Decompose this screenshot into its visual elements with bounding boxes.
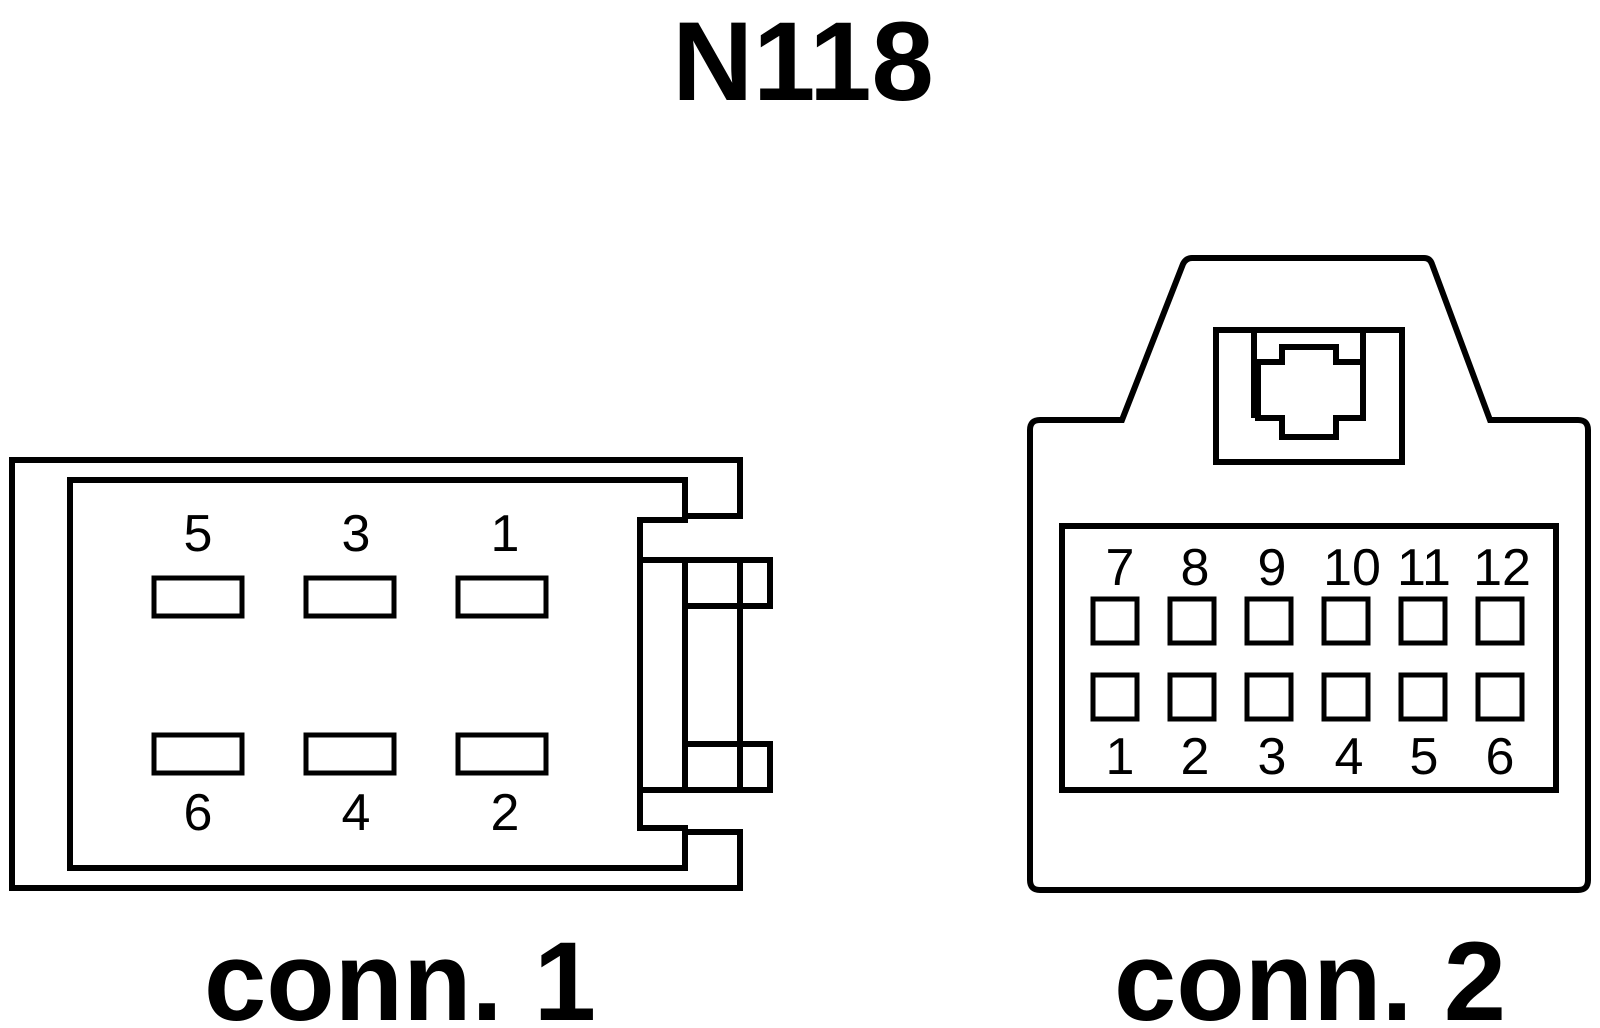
connector-2-pin-4 bbox=[1321, 672, 1371, 722]
connector-1-label: conn. 1 bbox=[204, 919, 596, 1028]
connector-2-pin-label: 7 bbox=[1106, 539, 1135, 597]
connector-2-pin-label: 3 bbox=[1258, 728, 1287, 786]
connector-1-pin-1 bbox=[455, 575, 549, 619]
connector-2: 7 8 9 10 11 12 1 2 3 4 5 6 conn. 2 bbox=[1027, 255, 1591, 1028]
connector-2-pin-label: 6 bbox=[1486, 728, 1515, 786]
connector-1-pin-label: 2 bbox=[491, 784, 520, 842]
connector-1-pin-4 bbox=[303, 732, 397, 776]
connector-2-pin-2 bbox=[1167, 672, 1217, 722]
connector-2-pin-label: 11 bbox=[1397, 539, 1451, 597]
connector-2-label: conn. 2 bbox=[1114, 919, 1506, 1028]
connector-1-pin-label: 3 bbox=[342, 505, 371, 563]
connector-1-pin-label: 1 bbox=[491, 505, 520, 563]
connector-2-pin-7 bbox=[1090, 596, 1140, 646]
connector-1-housing bbox=[9, 457, 743, 891]
connector-2-pin-label: 1 bbox=[1106, 728, 1135, 786]
connector-1-pin-5 bbox=[151, 575, 245, 619]
connector-2-pin-frame bbox=[1059, 523, 1559, 793]
connector-2-pin-label: 12 bbox=[1473, 539, 1531, 597]
connector-1-pin-2 bbox=[455, 732, 549, 776]
connector-1-body bbox=[67, 477, 688, 871]
connector-2-pin-1 bbox=[1090, 672, 1140, 722]
connector-2-pin-label: 2 bbox=[1181, 728, 1210, 786]
connector-2-pin-label: 8 bbox=[1181, 539, 1210, 597]
connector-2-pin-label: 5 bbox=[1410, 728, 1439, 786]
connector-2-pin-3 bbox=[1244, 672, 1294, 722]
connector-2-pin-label: 9 bbox=[1258, 539, 1287, 597]
connector-2-pin-label: 10 bbox=[1323, 539, 1381, 597]
connector-1-pin-3 bbox=[303, 575, 397, 619]
connector-2-pin-11 bbox=[1398, 596, 1448, 646]
connector-2-pin-9 bbox=[1244, 596, 1294, 646]
connector-1-pin-6 bbox=[151, 732, 245, 776]
connector-2-latch-clip bbox=[1255, 344, 1366, 440]
connector-2-pin-5 bbox=[1398, 672, 1448, 722]
connector-2-pin-8 bbox=[1167, 596, 1217, 646]
connector-2-pin-12 bbox=[1475, 596, 1525, 646]
connector-2-latch-window bbox=[1213, 327, 1405, 465]
connector-2-housing bbox=[1027, 255, 1591, 893]
connector-1: 5 3 1 6 4 2 conn. 1 bbox=[9, 457, 773, 1028]
connector-1-pin-label: 6 bbox=[184, 784, 213, 842]
connector-1-pin-label: 4 bbox=[342, 784, 371, 842]
diagram-title: N118 bbox=[672, 0, 934, 124]
connector-1-pin-label: 5 bbox=[184, 505, 213, 563]
connector-2-pin-6 bbox=[1475, 672, 1525, 722]
connector-2-pin-label: 4 bbox=[1335, 728, 1364, 786]
connector-1-latch bbox=[640, 557, 773, 793]
connector-2-pin-10 bbox=[1321, 596, 1371, 646]
